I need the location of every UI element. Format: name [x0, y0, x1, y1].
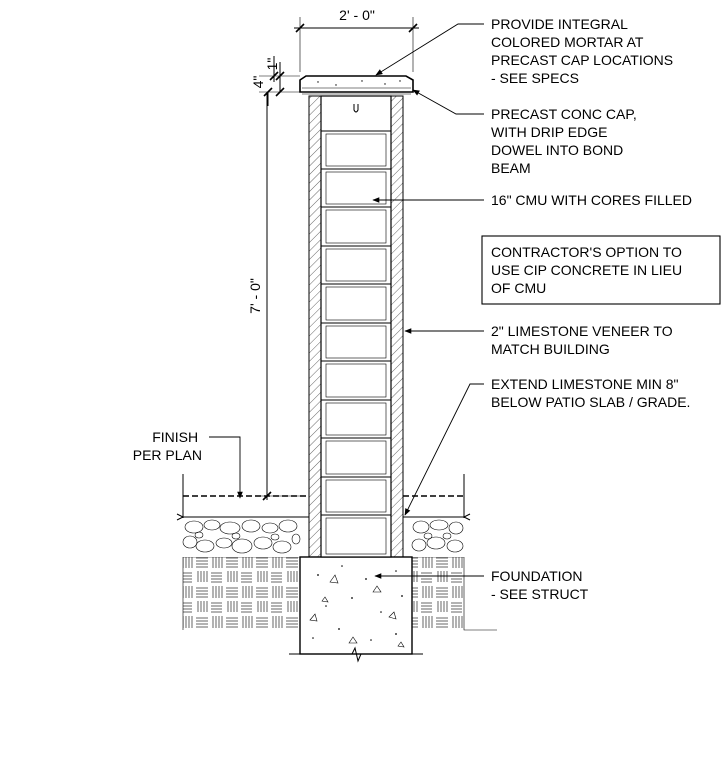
dimension-drip-and-cap-height: 1" 4": [250, 56, 300, 106]
note-veneer-line-1: 2" LIMESTONE VENEER TO: [491, 323, 673, 339]
note-mortar-line-4: - SEE SPECS: [491, 70, 579, 86]
note-option-line-3: OF CMU: [491, 280, 546, 296]
note-precast-cap: PRECAST CONC CAP, WITH DRIP EDGE DOWEL I…: [412, 89, 641, 176]
svg-text:PROVIDE INTEGRAL COLORED: PROVIDE INTEGRAL COLORED MORTAR AT PRECA…: [491, 16, 677, 86]
dim-wall-height-label: 7' - 0": [247, 278, 263, 314]
note-cap-line-3: DOWEL INTO BOND: [491, 142, 623, 158]
note-cap-line-4: BEAM: [491, 160, 531, 176]
svg-text:2" LIMESTONE VENEER TO M: 2" LIMESTONE VENEER TO MATCH BUILDING: [491, 323, 676, 357]
note-foundation-line-1: FOUNDATION: [491, 568, 583, 584]
svg-text:CONTRACTOR'S OPTION TO U: CONTRACTOR'S OPTION TO USE CIP CONCRETE …: [491, 244, 686, 296]
note-extend-line-1: EXTEND LIMESTONE MIN 8": [491, 376, 679, 392]
dim-cap-width-label: 2' - 0": [339, 7, 375, 23]
precast-concrete-cap: [299, 75, 414, 95]
svg-text:EXTEND LIMESTONE MIN 8": EXTEND LIMESTONE MIN 8" BELOW PATIO SLAB…: [491, 376, 690, 410]
note-cmu-line-1: 16" CMU WITH CORES FILLED: [491, 192, 692, 208]
note-contractor-option: CONTRACTOR'S OPTION TO USE CIP CONCRETE …: [481, 235, 721, 305]
svg-text:PRECAST CONC CAP, WITH D: PRECAST CONC CAP, WITH DRIP EDGE DOWEL I…: [491, 106, 641, 176]
dimension-cap-width: 2' - 0": [294, 7, 419, 72]
note-option-line-1: CONTRACTOR'S OPTION TO: [491, 244, 682, 260]
note-extend-line-2: BELOW PATIO SLAB / GRADE.: [491, 394, 690, 410]
dim-cap-height-label: 4": [250, 76, 266, 89]
note-mortar-line-3: PRECAST CAP LOCATIONS: [491, 52, 673, 68]
gravel-base: [182, 517, 464, 557]
note-finish-line-1: FINISH: [152, 429, 198, 445]
svg-text:FOUNDATION - SEE STRUCT: FOUNDATION - SEE STRUCT: [491, 568, 589, 602]
note-limestone-veneer: 2" LIMESTONE VENEER TO MATCH BUILDING: [404, 323, 676, 357]
dimension-wall-height: 7' - 0": [247, 92, 300, 501]
note-finish-per-plan: FINISH PER PLAN: [133, 429, 243, 499]
note-option-line-2: USE CIP CONCRETE IN LIEU: [491, 262, 682, 278]
earth-soil: [182, 556, 497, 631]
note-foundation: FOUNDATION - SEE STRUCT: [374, 568, 589, 602]
note-cmu-cores: 16" CMU WITH CORES FILLED: [372, 192, 692, 208]
cmu-block-column: [320, 95, 392, 558]
note-mortar-line-2: COLORED MORTAR AT: [491, 34, 644, 50]
patio-slab: [176, 474, 471, 521]
concrete-foundation: [289, 556, 423, 663]
svg-text:FINISH PER PLAN: FINISH PER PLAN: [133, 429, 202, 463]
dim-drip-label: 1": [264, 58, 280, 71]
note-cap-line-2: WITH DRIP EDGE: [491, 124, 607, 140]
note-veneer-line-2: MATCH BUILDING: [491, 341, 610, 357]
note-integral-mortar: PROVIDE INTEGRAL COLORED MORTAR AT PRECA…: [375, 16, 677, 86]
note-finish-line-2: PER PLAN: [133, 447, 202, 463]
note-cap-line-1: PRECAST CONC CAP,: [491, 106, 637, 122]
note-extend-limestone: EXTEND LIMESTONE MIN 8" BELOW PATIO SLAB…: [404, 376, 690, 516]
note-mortar-line-1: PROVIDE INTEGRAL: [491, 16, 628, 32]
note-foundation-line-2: - SEE STRUCT: [491, 586, 589, 602]
